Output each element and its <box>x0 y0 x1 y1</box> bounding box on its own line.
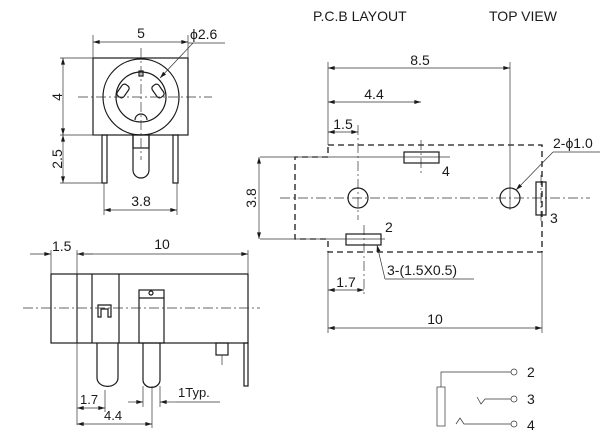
dim-8-5: 8.5 <box>410 52 430 68</box>
pin1-dim: 1.7 <box>80 392 98 407</box>
front-view: 5 ϕ2.6 4 2.5 3.8 <box>49 25 225 215</box>
schematic-pin-3: 3 <box>527 391 535 407</box>
front-height-dim: 4 <box>49 93 65 101</box>
mount-hole <box>347 187 369 209</box>
dim-1-5: 1.5 <box>333 116 353 132</box>
pad-4 <box>403 151 440 164</box>
front-width-dim: 5 <box>137 25 145 41</box>
pin-length-dim: 2.5 <box>49 149 65 169</box>
pin-span-dim: 3.8 <box>131 193 151 209</box>
side-length-dim: 10 <box>154 236 170 252</box>
dim-4-4: 4.4 <box>364 86 384 102</box>
side-front-dim: 1.5 <box>52 238 72 254</box>
pcb-layout: 4 3 2 8.5 4.4 1.5 3.8 1.7 10 2-ϕ1.0 3-(1… <box>243 52 600 333</box>
pads-label: 3-(1.5X0.5) <box>387 262 457 278</box>
top-view-title: TOP VIEW <box>489 8 558 24</box>
dim-1-7: 1.7 <box>336 274 356 290</box>
schematic-pin-2: 2 <box>527 364 535 380</box>
dim-10: 10 <box>427 311 443 327</box>
side-view: 1.5 10 1.7 4.4 1Typ. <box>23 236 260 428</box>
pad-3 <box>535 181 547 216</box>
schematic: 2 3 4 <box>436 364 535 433</box>
dim-3-8: 3.8 <box>243 188 259 208</box>
pin-width-dim: 1Typ. <box>178 385 210 400</box>
pad-2 <box>345 233 382 246</box>
mount-hole <box>499 187 521 209</box>
diameter-label: ϕ2.6 <box>190 26 218 42</box>
schematic-pin-4: 4 <box>527 417 535 433</box>
pcb-layout-title: P.C.B LAYOUT <box>313 8 407 24</box>
pad-label-3: 3 <box>550 210 558 226</box>
pad-label-2: 2 <box>385 219 393 235</box>
holes-label: 2-ϕ1.0 <box>553 135 593 151</box>
pin2-dim: 4.4 <box>104 408 122 423</box>
pad-label-4: 4 <box>442 163 450 179</box>
